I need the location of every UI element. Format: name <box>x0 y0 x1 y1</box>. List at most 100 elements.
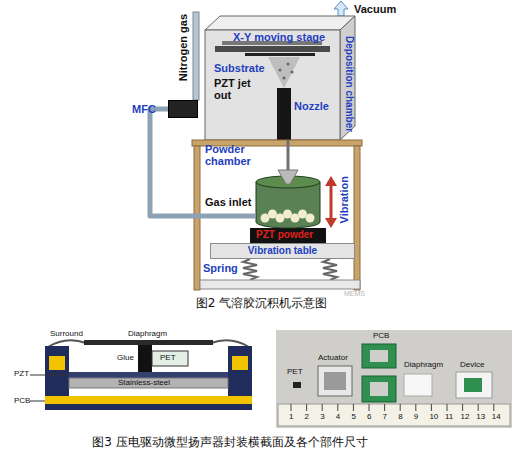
chamber-top <box>205 16 355 30</box>
ruler-number: 2 <box>305 413 309 422</box>
vibration-arrowhead <box>325 218 337 228</box>
spring-coil <box>323 259 337 280</box>
part-label: Nozzle <box>294 100 329 112</box>
vacuum-arrow <box>334 1 348 16</box>
part-label: PCB <box>14 397 30 406</box>
part-label: Device <box>460 361 484 370</box>
gas-pipe <box>193 12 199 100</box>
part-label: X-Y moving stage <box>233 31 325 43</box>
pet-block <box>152 351 188 366</box>
ruler-number: 5 <box>351 413 355 422</box>
part-label: PZT <box>14 370 29 379</box>
frame-insert <box>49 356 65 370</box>
device-part <box>456 372 492 398</box>
spring-coil <box>243 259 257 280</box>
node-label: Vibration table <box>211 245 354 256</box>
ruler-number: 1 <box>289 413 293 422</box>
part-label: PCB <box>373 332 389 341</box>
part-label: Diaphragm <box>128 330 167 339</box>
ruler-tick <box>447 404 448 411</box>
jet-particle <box>291 71 294 74</box>
frame-insert <box>232 356 248 370</box>
ruler-tick <box>353 404 354 411</box>
substrate-plate <box>245 53 315 56</box>
ruler-tick <box>415 404 416 411</box>
part-label: Spring <box>203 262 238 274</box>
photo-background <box>276 330 512 428</box>
xy-stage <box>215 46 330 52</box>
powder-jet <box>268 57 300 88</box>
nozzle-body <box>277 88 291 140</box>
actuator-part <box>318 366 352 396</box>
cylinder-body <box>256 182 320 228</box>
ruler-number: 12 <box>461 413 470 422</box>
ruler-tick <box>493 404 494 411</box>
ruler-number: 6 <box>367 413 371 422</box>
ruler-number: 11 <box>445 413 453 422</box>
ruler-tick <box>400 404 401 411</box>
motion-label: Vibration <box>338 176 350 223</box>
vibration-arrow <box>330 184 333 220</box>
ruler-number: 7 <box>383 413 387 422</box>
part-label: PZT jet out <box>214 77 262 101</box>
part-label: Substrate <box>214 62 265 74</box>
ruler-tick <box>462 404 463 411</box>
ruler-number: 8 <box>398 413 402 422</box>
ruler-tick <box>306 404 307 411</box>
leader-line <box>30 375 69 376</box>
base-plate <box>200 280 360 289</box>
powder-blob <box>306 214 315 223</box>
ruler-tick <box>478 404 479 411</box>
ruler-ticks <box>291 404 494 411</box>
ruler-tick <box>384 404 385 411</box>
ruler-number: 3 <box>320 413 324 422</box>
watermark: MEMS <box>344 290 365 298</box>
chamber-side <box>340 16 355 140</box>
powder-chamber: Powder chamber <box>255 176 321 228</box>
chamber-front <box>205 30 340 140</box>
ruler-number: 14 <box>492 413 501 422</box>
pcb-window <box>370 382 388 396</box>
ruler-tick <box>431 404 432 411</box>
pzt-layer <box>69 372 228 378</box>
material-label: PZT powder <box>256 229 313 240</box>
ruler-number: 10 <box>429 413 438 422</box>
port-label: Gas inlet <box>205 196 251 208</box>
part-label: Actuator <box>318 354 348 363</box>
vibration-table: Vibration table <box>210 243 355 259</box>
part-label: Diaphragm <box>404 361 443 370</box>
device-core <box>464 378 482 392</box>
jet-particle <box>287 63 290 66</box>
diaphragm-part <box>404 374 432 396</box>
part-label: Stainless-steel <box>118 379 170 388</box>
node-label: Deposition chamber <box>344 36 355 132</box>
vibration-arrowhead <box>325 176 337 186</box>
part-label: Glue <box>117 354 134 363</box>
glue-block <box>138 345 152 372</box>
steel-layer <box>69 378 228 388</box>
chamber-base <box>250 228 326 243</box>
flow-label: Nitrogen gas <box>177 14 189 81</box>
jet-particle <box>279 69 282 72</box>
cavity <box>69 346 228 372</box>
pcb-layer <box>45 396 252 404</box>
ruler-number: 13 <box>476 413 485 422</box>
pcb-part <box>362 344 396 368</box>
table-leg <box>354 146 360 290</box>
ruler-tick <box>291 404 292 411</box>
actuator-core <box>324 372 346 390</box>
node-label: MFC <box>132 103 156 115</box>
ruler-tick <box>369 404 370 411</box>
pcb-part <box>362 376 396 402</box>
diaphragm-layer <box>84 340 213 345</box>
jet-particle <box>283 77 286 80</box>
funnel <box>278 170 298 184</box>
part-label: PET <box>287 368 303 377</box>
ruler-tick <box>337 404 338 411</box>
port-label: Vacuum <box>354 3 396 15</box>
cylinder-shape <box>255 176 321 228</box>
surround-arc <box>48 340 86 347</box>
leader-line <box>30 401 45 402</box>
